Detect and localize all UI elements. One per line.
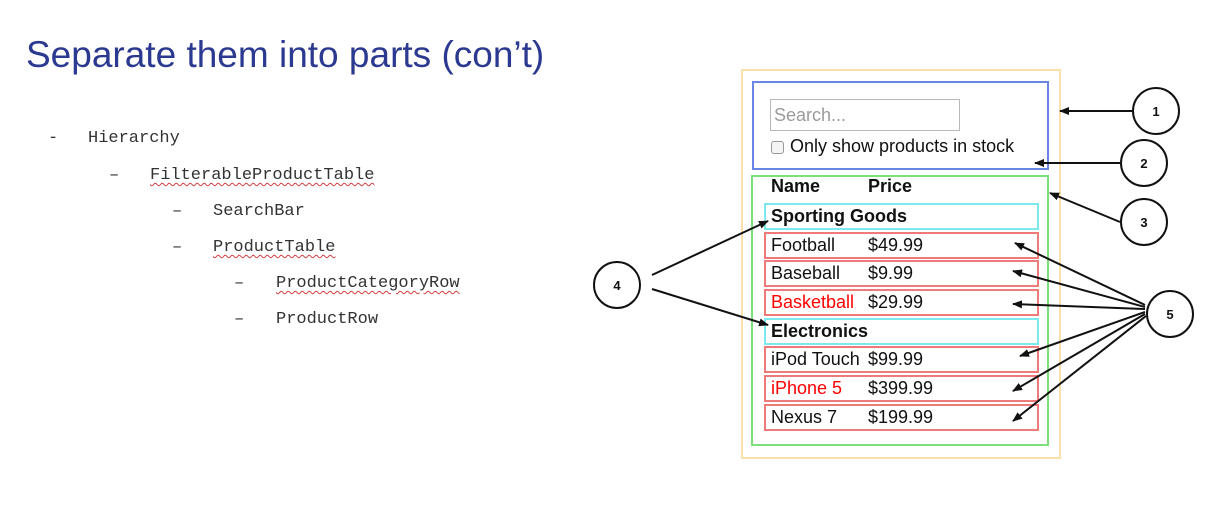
callout-2: 2 (1120, 139, 1168, 187)
product-row (764, 289, 1039, 316)
product-category-row (764, 318, 1039, 345)
product-row (764, 232, 1039, 259)
product-price: $399.99 (868, 378, 934, 398)
product-row (764, 375, 1039, 402)
arrow-3 (1049, 192, 1121, 223)
outline-bullet: – (109, 166, 120, 185)
arrow-5c (1012, 300, 1146, 310)
product-price: $99.99 (868, 349, 924, 369)
slide-title: Separate them into parts (con’t) (26, 34, 545, 75)
outline-bullet: – (234, 274, 245, 293)
outline-bullet: - (48, 129, 59, 148)
arrow-4b (651, 288, 769, 327)
product-table-box (751, 175, 1049, 446)
outline-item-filterableproducttable: FilterableProductTable (150, 166, 375, 185)
callout-1: 1 (1132, 87, 1180, 135)
product-name-out-of-stock: iPhone 5 (771, 378, 843, 398)
column-header-name: Name (771, 176, 821, 196)
product-name: Football (771, 235, 836, 255)
outline-item-hierarchy: Hierarchy (88, 129, 180, 148)
outline-item-productrow: ProductRow (276, 310, 379, 329)
product-name: Nexus 7 (771, 407, 838, 427)
outline-bullet: – (172, 202, 183, 221)
category-label: Sporting Goods (771, 206, 907, 226)
callout-5: 5 (1146, 290, 1194, 338)
arrow-4a (651, 220, 769, 276)
outline-bullet: – (172, 238, 183, 257)
outline-item-searchbar: SearchBar (213, 202, 305, 221)
product-row (764, 404, 1039, 431)
in-stock-checkbox-label: Only show products in stock (790, 136, 1015, 156)
outline-bullet: – (234, 310, 245, 329)
product-name-out-of-stock: Basketball (771, 292, 855, 312)
category-label: Electronics (771, 321, 869, 341)
arrow-5f (1012, 315, 1147, 422)
outline-item-producttable: ProductTable (213, 238, 336, 257)
callout-4: 4 (593, 261, 641, 309)
searchbar-box (752, 81, 1049, 170)
arrow-5a (1014, 242, 1146, 306)
arrow-5d (1019, 311, 1146, 357)
product-row (764, 346, 1039, 373)
arrow-5e (1012, 313, 1146, 392)
product-category-row (764, 203, 1039, 230)
product-row (764, 260, 1039, 287)
outline-item-productcategoryrow: ProductCategoryRow (276, 274, 460, 293)
arrow-5b (1012, 269, 1146, 308)
product-price: $49.99 (868, 235, 924, 255)
product-name: Baseball (771, 263, 841, 283)
product-name: iPod Touch (771, 349, 860, 369)
product-price: $29.99 (868, 292, 924, 312)
column-header-price: Price (868, 176, 913, 196)
product-price: $9.99 (868, 263, 914, 283)
product-price: $199.99 (868, 407, 934, 427)
search-input[interactable] (770, 99, 960, 131)
callout-3: 3 (1120, 198, 1168, 246)
in-stock-checkbox[interactable] (771, 141, 784, 154)
